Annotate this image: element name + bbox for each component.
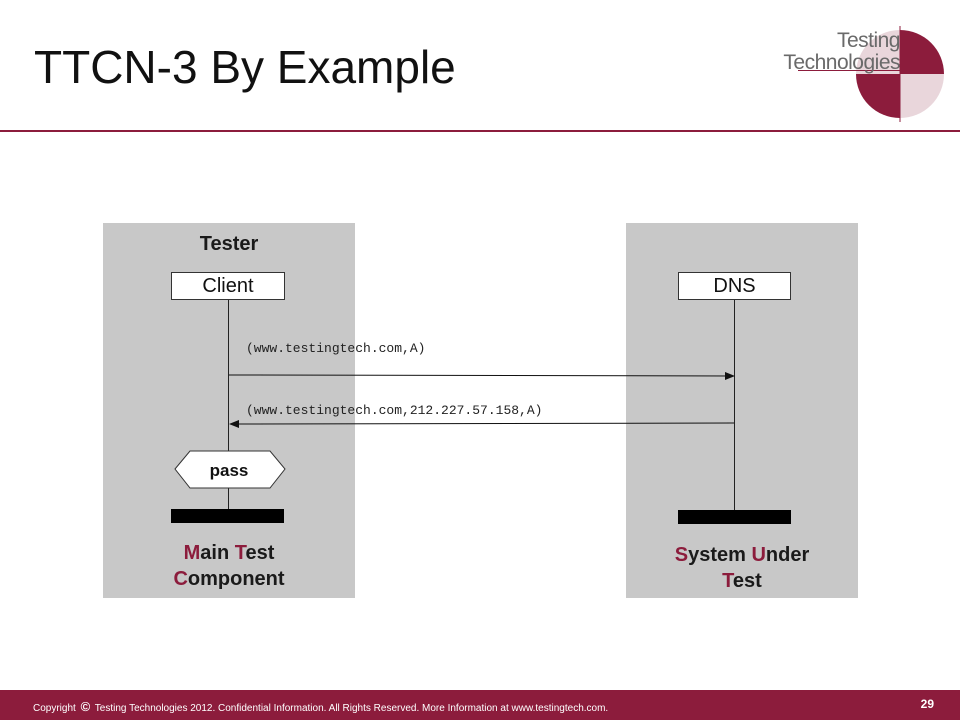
logo-line2: Technologies (783, 51, 900, 74)
client-box: Client (171, 272, 285, 300)
logo-divider (798, 70, 900, 71)
client-end-bar (171, 509, 284, 523)
verdict-label: pass (210, 461, 249, 480)
response-message-label: (www.testingtech.com,212.227.57.158,A) (246, 403, 543, 418)
copyright-icon: © (80, 699, 91, 714)
footer-bar: Copyright © Testing Technologies 2012. C… (0, 690, 960, 720)
dns-end-bar (678, 510, 791, 524)
verdict-hexagon (174, 450, 286, 489)
main-test-component-caption: Main Test Component (173, 542, 285, 590)
logo-line1: Testing (836, 29, 901, 52)
request-arrow (228, 371, 735, 380)
logo-wordmark: Testing Technologies (783, 30, 900, 74)
tester-label: Tester (199, 233, 259, 255)
testing-technologies-logo: Testing Technologies (783, 24, 960, 124)
logo-circle-icon (856, 26, 944, 122)
slide-title: TTCN-3 By Example (34, 41, 456, 93)
dns-lifeline (734, 300, 735, 510)
system-under-test-caption: System Under Test (674, 544, 810, 592)
response-arrow (229, 419, 735, 428)
dns-box: DNS (678, 272, 791, 300)
request-message-label: (www.testingtech.com,A) (246, 341, 426, 356)
header-divider (0, 130, 960, 132)
copyright-text: Copyright © Testing Technologies 2012. C… (33, 699, 609, 714)
client-lifeline (228, 300, 229, 509)
page-number: 29 (920, 697, 934, 711)
